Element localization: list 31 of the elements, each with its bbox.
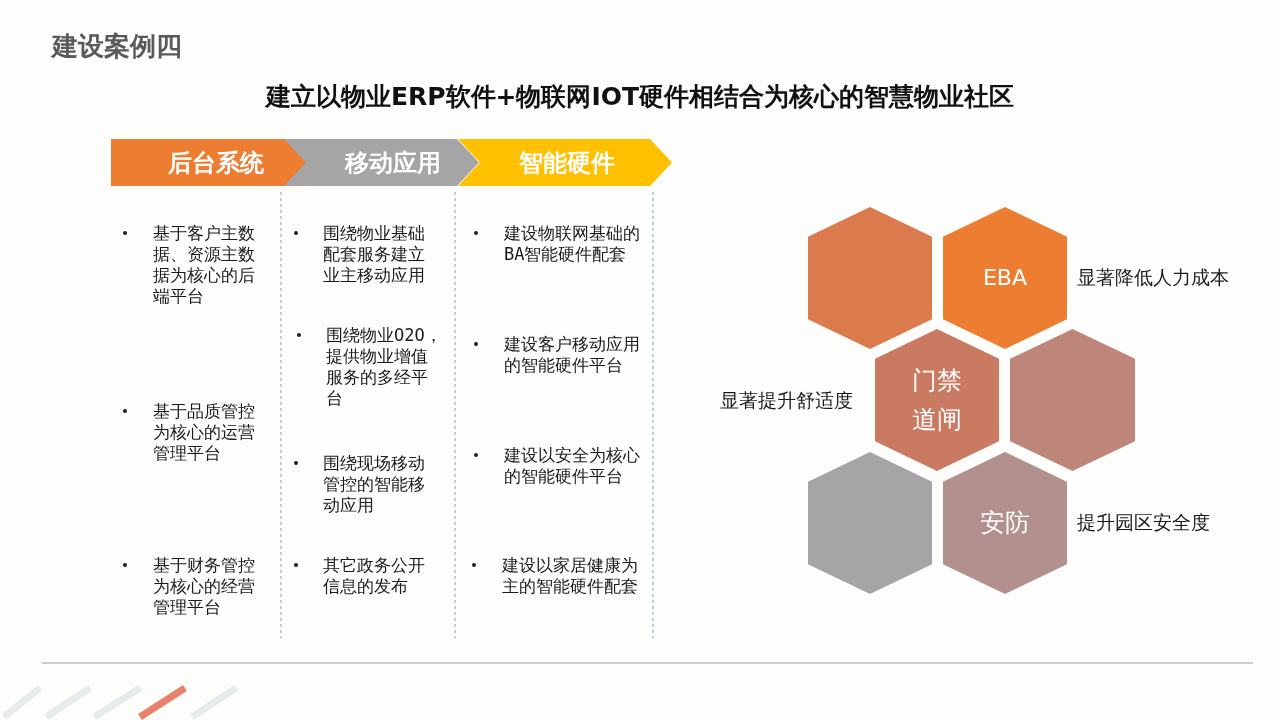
bullet-text: 基于财务管控为核心的经营管理平台 [153,554,256,618]
chevron-banner [111,139,307,186]
bullet-text: 围绕物业O2O，提供物业增值服务的多经平台 [326,324,443,409]
bullet-text: 围绕物业基础配套服务建立业主移动应用 [323,222,426,286]
page-title: 建设案例四 [52,30,182,63]
page-subtitle: 建立以物业ERP软件+物联网IOT硬件相结合为核心的智慧物业社区 [265,81,1015,113]
tile-label: 门禁道闸 [911,365,963,436]
benefit-note: 显著降低人力成本 [1077,265,1229,290]
bullet-text: 建设以安全为核心的智能硬件平台 [504,444,641,487]
chevron-banner [458,139,672,186]
hexagon-tile [1010,329,1135,471]
bullet-text: 基于客户主数据、资源主数据为核心的后端平台 [153,222,256,307]
bullet-text: 建设客户移动应用的智能硬件平台 [504,333,641,376]
chevron-banner [284,139,479,186]
step-title: 智能硬件 [519,147,615,178]
tile-label: 安防 [980,507,1030,539]
benefit-note: 提升园区安全度 [1077,510,1210,535]
benefit-note: 显著提升舒适度 [720,388,853,413]
bullet-text: 建设物联网基础的BA智能硬件配套 [504,222,641,265]
hexagon-tile [808,452,932,594]
hexagon-tile [808,207,932,349]
tile-label: EBA [982,264,1027,292]
step-title: 移动应用 [345,147,441,178]
hexagon-tile [943,452,1067,594]
bullet-text: 建设以家居健康为主的智能硬件配套 [502,554,639,597]
bullet-text: 基于品质管控为核心的运营管理平台 [153,400,256,464]
hexagon-tile [943,207,1067,349]
bullet-text: 围绕现场移动管控的智能移动应用 [323,452,426,516]
bullet-text: 其它政务公开信息的发布 [323,554,426,597]
hexagon-tile [875,329,999,471]
step-title: 后台系统 [168,147,264,178]
